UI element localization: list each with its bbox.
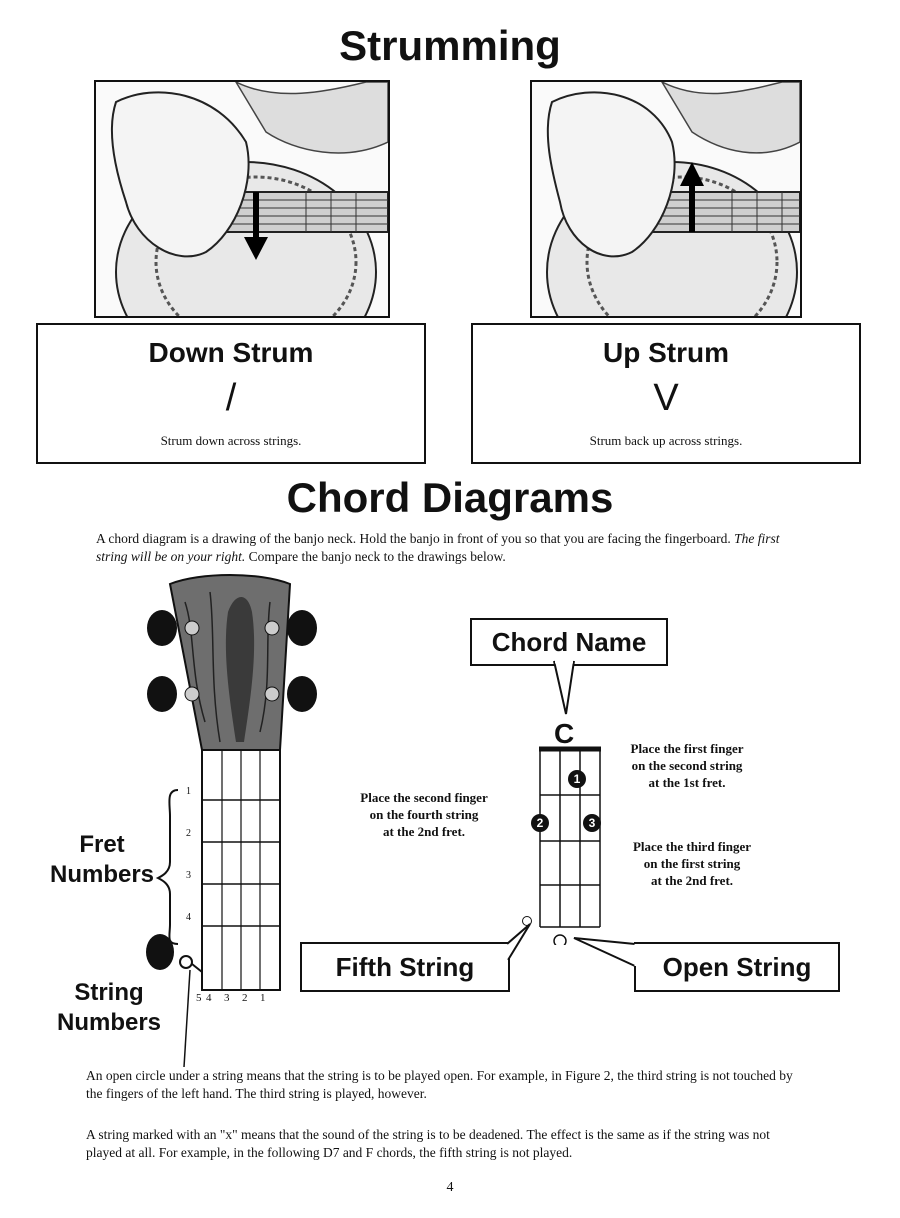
up-strum-box: Up Strum V Strum back up across strings. xyxy=(471,323,861,464)
note-third-finger-line2: on the first string xyxy=(643,856,741,871)
fret-numbers-label: Fret Numbers xyxy=(36,830,168,890)
up-strum-photo xyxy=(530,80,802,318)
open-string-pointer xyxy=(573,937,638,967)
note-third-finger-line1: Place the third finger xyxy=(632,839,752,854)
string-number-4: 4 xyxy=(206,992,212,1004)
down-strum-caption: Strum down across strings. xyxy=(160,433,302,448)
up-strum-symbol: V xyxy=(653,377,679,419)
fret-number-4: 4 xyxy=(186,912,191,923)
note-second-finger-line1: Place the second finger xyxy=(360,790,488,805)
fret-number-2: 2 xyxy=(186,828,191,839)
note-third-finger-line3: at the 2nd fret. xyxy=(650,873,734,888)
open-circle-paragraph: An open circle under a string means that… xyxy=(86,1068,793,1101)
note-first-finger-line2: on the second string xyxy=(631,758,743,773)
chord-name-callout: Chord Name xyxy=(470,618,668,666)
finger-1-dot: 1 xyxy=(568,770,586,788)
up-strum-title: Up Strum xyxy=(603,337,729,368)
down-strum-title: Down Strum xyxy=(148,337,314,368)
intro-text-1: A chord diagram is a drawing of the banj… xyxy=(96,531,735,546)
string-numbers-label: String Numbers xyxy=(44,978,174,1038)
intro-italic: The first string will be on your right. xyxy=(96,531,780,564)
string-numbers-label-line1: String xyxy=(74,979,144,1006)
string-number-3: 3 xyxy=(224,992,230,1004)
string-number-2: 2 xyxy=(242,992,248,1004)
finger-3-dot: 3 xyxy=(583,814,601,832)
note-second-finger-line3: at the 2nd fret. xyxy=(382,824,466,839)
down-strum-box: Down Strum / Strum down across strings. xyxy=(36,323,426,464)
chord-diagrams-title: Chord Diagrams xyxy=(286,474,614,521)
note-second-finger-line2: on the fourth string xyxy=(369,807,479,822)
note-third-finger: Place the third finger on the first stri… xyxy=(612,838,772,889)
intro-text-2: Compare the banjo neck to the drawings b… xyxy=(245,549,506,564)
chord-diagrams-intro: A chord diagram is a drawing of the banj… xyxy=(96,530,806,566)
finger-2-dot: 2 xyxy=(531,814,549,832)
page-title: Strumming xyxy=(339,22,561,69)
chord-name: C xyxy=(554,718,575,749)
chord-name-pointer xyxy=(553,660,575,715)
fret-numbers-label-line2: Numbers xyxy=(49,861,155,888)
down-strum-symbol: / xyxy=(225,377,237,419)
open-string-callout: Open String xyxy=(634,942,840,992)
fret-number-3: 3 xyxy=(186,870,191,881)
fifth-string-pointer xyxy=(504,923,531,961)
page-number: 4 xyxy=(446,1180,454,1195)
fifth-string-callout: Fifth String xyxy=(300,942,510,992)
banjo-neck-drawing: 1 2 3 4 5 4 3 2 1 xyxy=(140,572,340,1068)
down-strum-photo xyxy=(94,80,390,318)
deadened-string-paragraph: A string marked with an "x" means that t… xyxy=(86,1127,770,1160)
note-second-finger: Place the second finger on the fourth st… xyxy=(336,789,512,840)
string-numbers-label-line2: Numbers xyxy=(56,1009,162,1036)
up-strum-caption: Strum back up across strings. xyxy=(589,433,743,448)
string-number-1: 1 xyxy=(260,992,266,1004)
string-number-5: 5 xyxy=(196,992,202,1004)
note-first-finger: Place the first finger on the second str… xyxy=(612,740,762,791)
note-first-finger-line3: at the 1st fret. xyxy=(648,775,726,790)
note-first-finger-line1: Place the first finger xyxy=(630,741,744,756)
fret-number-1: 1 xyxy=(186,786,191,797)
fret-numbers-label-line1: Fret xyxy=(79,831,125,858)
